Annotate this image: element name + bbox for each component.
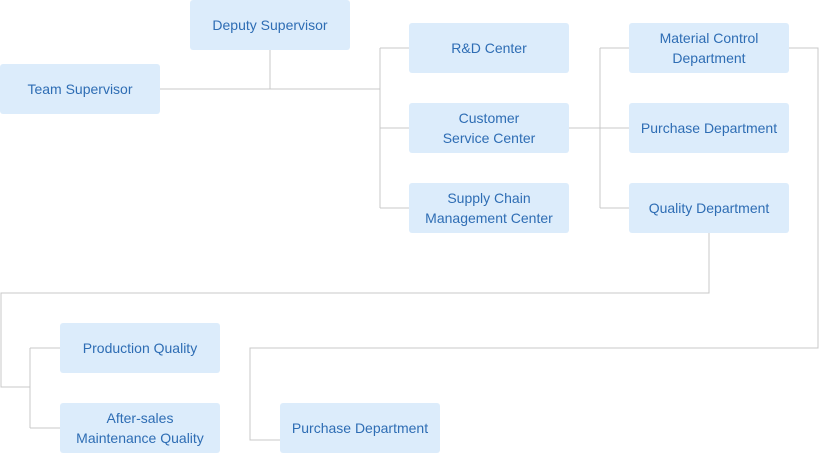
rd-center-node: R&D Center: [409, 23, 569, 73]
material-control-node: Material Control Department: [629, 23, 789, 73]
connector-quality-down: [0, 233, 710, 388]
connector-material-to-purchase: [249, 47, 819, 441]
supply-chain-center-node: Supply Chain Management Center: [409, 183, 569, 233]
deputy-supervisor-node: Deputy Supervisor: [190, 0, 350, 50]
purchase-department-node: Purchase Department: [629, 103, 789, 153]
after-sales-quality-node: After-sales Maintenance Quality: [60, 403, 220, 453]
customer-service-center-node: Customer Service Center: [409, 103, 569, 153]
team-supervisor-node: Team Supervisor: [0, 64, 160, 114]
production-quality-node: Production Quality: [60, 323, 220, 373]
quality-department-node: Quality Department: [629, 183, 789, 233]
purchase-department-2-node: Purchase Department: [280, 403, 440, 453]
